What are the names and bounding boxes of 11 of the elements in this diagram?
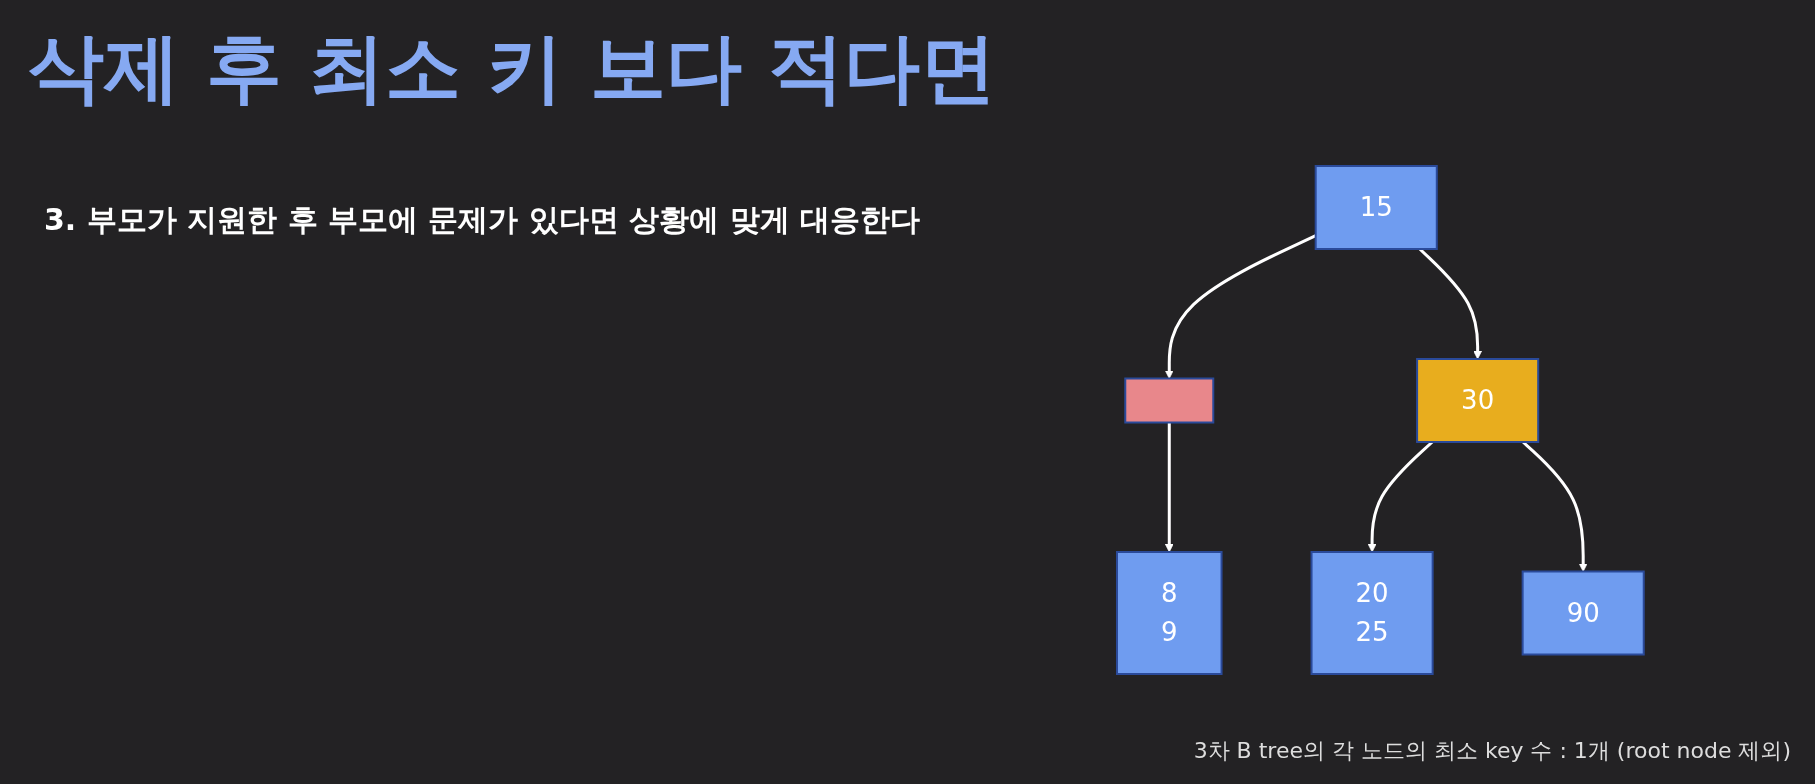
node-box: 20 25 xyxy=(1310,551,1434,675)
note-text: 3. 부모가 지원한 후 부모에 문제가 있다면 상황에 맞게 대응한다 xyxy=(44,201,921,239)
footnote-text: 3차 B tree의 각 노드의 최소 key 수 : 1개 (root node 제외) xyxy=(1193,737,1791,765)
node-box: 90 xyxy=(1521,570,1645,656)
node-box: 15 xyxy=(1314,165,1438,250)
node-box: 30 xyxy=(1415,358,1539,443)
arrow xyxy=(1164,422,1174,553)
node-box xyxy=(1123,377,1214,424)
node-box: 8 9 xyxy=(1115,551,1223,675)
title: 삭제 후 최소 키 보다 적다면 xyxy=(28,22,997,114)
arrow xyxy=(1164,234,1316,379)
